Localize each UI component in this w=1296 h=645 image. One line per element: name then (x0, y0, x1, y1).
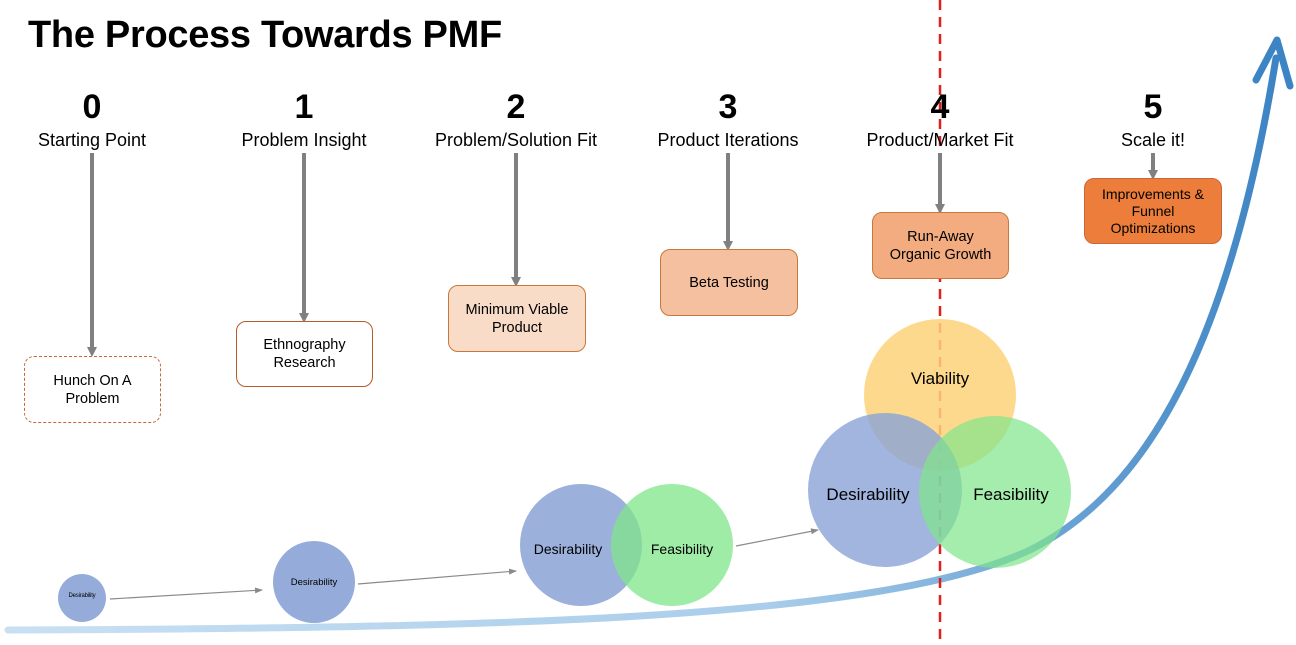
stage2-desirability-label: Desirability (533, 541, 603, 557)
growth-curve (4, 54, 1280, 634)
stage5-box-label: Improvements & Funnel Optimizations (1102, 185, 1204, 236)
venn-arrow-0-1 (109, 587, 263, 600)
stage4-feasibility-circle (919, 416, 1071, 568)
stage0-box-label: Hunch On A Problem (53, 372, 132, 407)
stage4-viability-label: Viability (910, 369, 970, 388)
venn-arrow-1-2 (357, 568, 517, 585)
stage3-box-label: Beta Testing (689, 274, 769, 291)
page-title: The Process Towards PMF (28, 14, 502, 56)
stage1-box: Ethnography Research (236, 321, 373, 387)
stage3-number: 3 (718, 88, 738, 126)
venn-arrow-2-4 (735, 528, 819, 547)
stage5-number: 5 (1143, 88, 1163, 126)
stage1-desirability-circle (273, 541, 355, 623)
stage2-box-label: Minimum Viable Product (465, 301, 569, 336)
stage4-desirability-circle (808, 413, 962, 567)
stage0-desirability-circle (58, 574, 106, 622)
stage1-number: 1 (294, 88, 314, 126)
stage4-number: 4 (930, 88, 950, 126)
stage4-name: Product/Market Fit (866, 130, 1014, 150)
stage4-desirability-label: Desirability (826, 485, 910, 504)
stage0-name: Starting Point (37, 130, 147, 150)
stage2-desirability-circle (520, 484, 642, 606)
stage0-number: 0 (82, 88, 102, 126)
stage2-number: 2 (506, 88, 526, 126)
stage1-box-label: Ethnography Research (263, 337, 346, 371)
stage1-name: Problem Insight (241, 130, 367, 150)
stage0-box: Hunch On A Problem (24, 356, 161, 423)
stage4-box-label: Run-Away Organic Growth (889, 228, 992, 263)
stage5-name: Scale it! (1120, 130, 1186, 150)
growth-curve-arrowhead (1252, 36, 1294, 90)
stage2-feasibility-label: Feasibility (650, 541, 714, 557)
stage2-box: Minimum Viable Product (448, 285, 586, 352)
stage2-name: Problem/Solution Fit (434, 130, 598, 150)
stage3-box: Beta Testing (660, 249, 798, 316)
stage5-box: Improvements & Funnel Optimizations (1084, 178, 1222, 244)
stage0-desirability-label: Desirability (68, 593, 96, 599)
stage2-feasibility-circle (611, 484, 733, 606)
stage1-desirability-label: Desirability (290, 577, 338, 588)
stage3-name: Product Iterations (657, 130, 799, 150)
stage4-box: Run-Away Organic Growth (872, 212, 1009, 279)
stage4-feasibility-label: Feasibility (973, 485, 1049, 504)
